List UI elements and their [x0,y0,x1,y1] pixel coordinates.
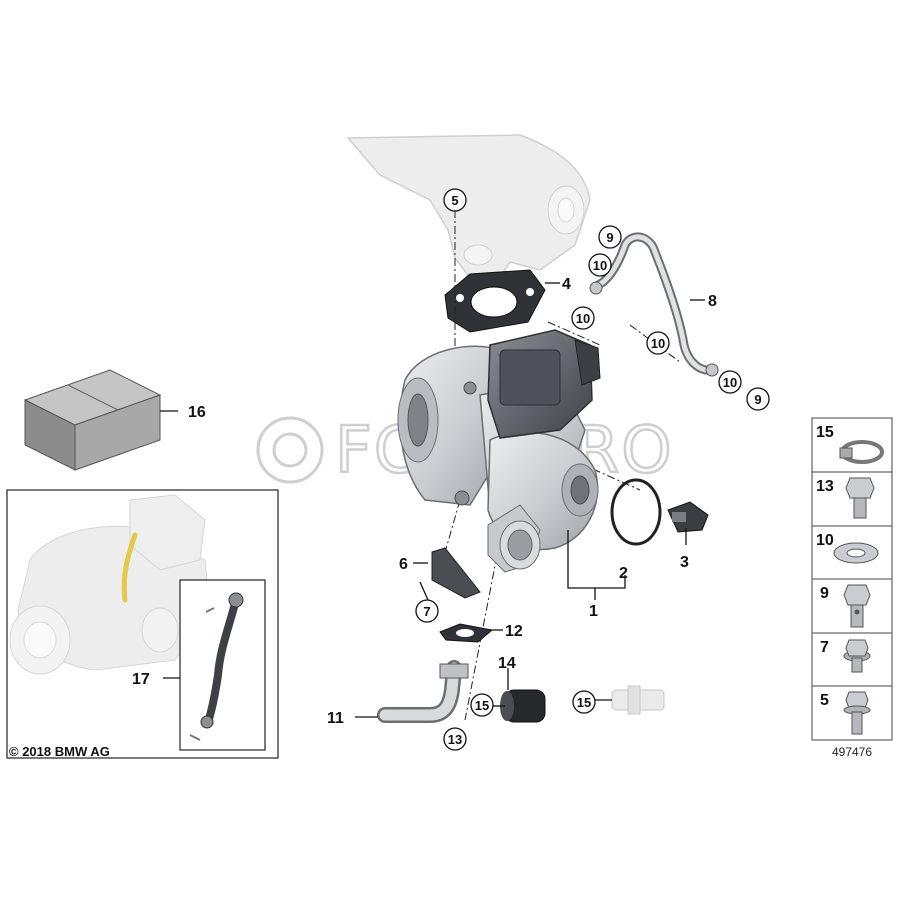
legend-label-5: 5 [820,692,829,709]
callout-13: 13 [448,732,462,747]
callout-6: 6 [399,556,408,573]
legend-label-7: 7 [820,639,829,656]
legend-label-10: 10 [816,532,834,549]
gasket-part-4 [444,269,546,333]
callout-3: 3 [680,554,689,571]
callout-10-right: 10 [651,336,665,351]
o-ring-part-2 [610,478,662,546]
flange-bolt-icon [843,639,871,673]
bracket-part-6 [431,547,481,599]
fitting-illustration [611,685,665,715]
callout-14: 14 [498,655,516,672]
copyright-text: © 2018 BMW AG [9,744,110,759]
callout-16: 16 [188,404,206,421]
callout-9-bottom: 9 [754,392,761,407]
callout-labels: 5 4 9 10 10 8 10 10 9 16 6 7 2 1 3 12 14… [132,188,770,751]
oil-feed-line-part-8 [589,232,719,377]
hex-bolt-icon [845,477,875,519]
callout-15-right: 15 [577,695,591,710]
callout-1: 1 [589,603,598,620]
hose-clamp-icon [839,440,884,464]
kit-box-part-16 [23,369,162,471]
banjo-bolt-icon [843,584,871,628]
legend-label-13: 13 [816,478,834,495]
label-leaders [160,282,705,718]
callout-7: 7 [423,604,430,619]
gasket-part-12 [439,623,494,643]
diagram-id: 497476 [832,745,872,759]
oil-return-pipe-part-11 [377,660,469,723]
callout-11: 11 [327,710,344,727]
callout-4: 4 [562,276,571,293]
legend-label-15: 15 [816,424,834,441]
callout-10-top: 10 [593,258,607,273]
callout-15-left: 15 [475,698,489,713]
callout-12: 12 [505,623,523,640]
callout-9-top: 9 [606,230,613,245]
inset-panel [6,489,279,759]
legend-label-9: 9 [820,585,829,602]
callout-17: 17 [132,671,150,688]
turbocharger-part-1 [397,329,601,573]
callout-10-bottom: 10 [723,375,737,390]
hose-part-14 [500,689,546,723]
hardware-legend: 15 13 10 9 7 5 [811,417,893,741]
sensor-part-3 [667,501,709,533]
callout-8: 8 [708,293,717,310]
collar-bolt-icon [843,691,871,735]
sealing-washer-icon [833,542,879,564]
callout-10-mid: 10 [576,311,590,326]
callout-5: 5 [451,193,458,208]
callout-2: 2 [619,565,628,582]
exhaust-manifold-illustration [346,134,591,281]
